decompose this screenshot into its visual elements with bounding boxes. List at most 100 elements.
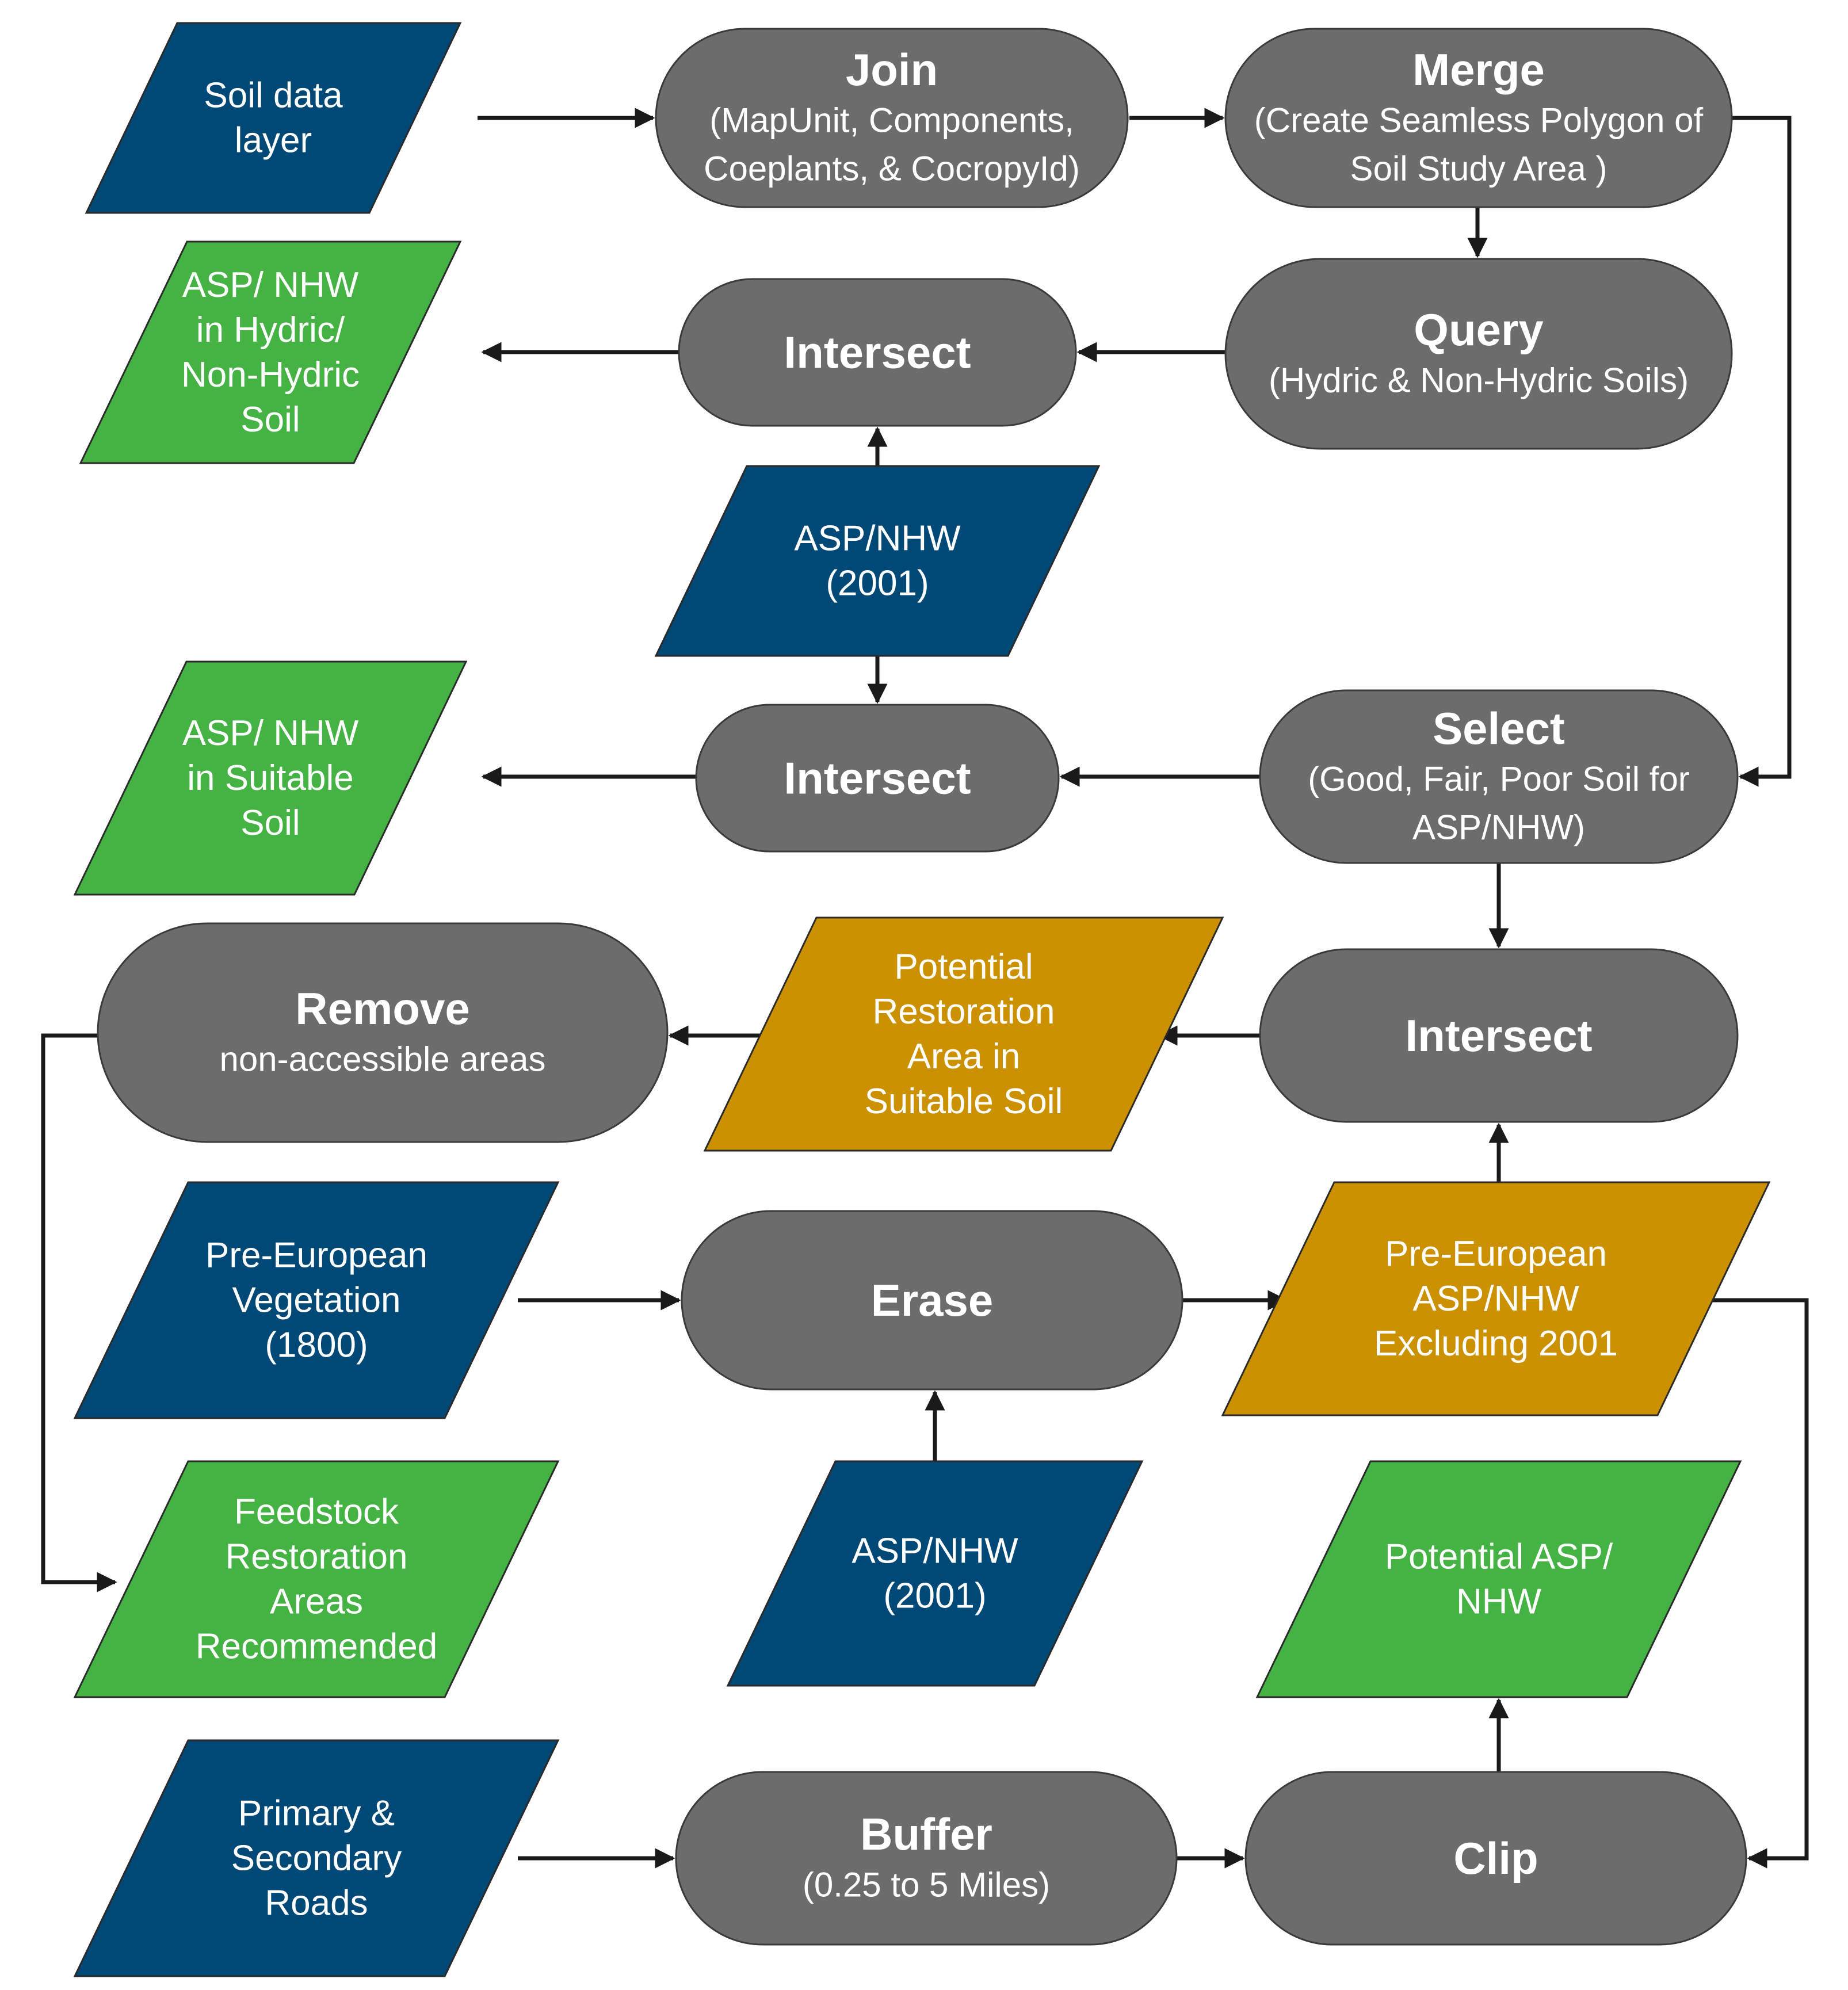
clip-node: Clip (1244, 1771, 1747, 1946)
pre-european-asp-nhw-text-line-2: ASP/NHW (1412, 1279, 1579, 1319)
clip-shape (1244, 1771, 1747, 1946)
clip-title: Clip (1453, 1833, 1538, 1884)
merge-shape (1224, 28, 1733, 208)
asp-nhw-hydric-text-line-4: Soil (240, 400, 300, 440)
intersect-3-shape (1259, 948, 1739, 1123)
asp-nhw-2001-b-text-line-2: (2001) (883, 1576, 986, 1616)
asp-nhw-hydric-text-line-2: in Hydric/ (196, 310, 345, 350)
potential-restoration-shape (703, 916, 1224, 1152)
query-node: Query (Hydric & Non-Hydric Soils) (1224, 258, 1733, 450)
merge-title: Merge (1412, 44, 1545, 95)
primary-secondary-roads-shape (73, 1739, 560, 1977)
primary-secondary-roads-text-line-3: Roads (265, 1884, 368, 1923)
join-text-line-3: Coeplants, & CocropyId) (704, 150, 1080, 188)
intersect-3-title: Intersect (1405, 1010, 1592, 1061)
connector-arrow-19 (1703, 1298, 1809, 1869)
pre-european-asp-nhw-text-line-3: Excluding 2001 (1374, 1324, 1618, 1363)
pre-european-asp-nhw-shape (1221, 1181, 1771, 1416)
intersect-2-shape (695, 704, 1060, 853)
potential-restoration-text-line-4: Suitable Soil (865, 1082, 1063, 1121)
remove-shape (97, 922, 669, 1143)
select-shape (1259, 689, 1739, 864)
feedstock-restoration-text-line-2: Restoration (225, 1537, 407, 1577)
intersect-1-shape (678, 278, 1077, 427)
asp-nhw-hydric-text-line-1: ASP/ NHW (182, 265, 359, 305)
select-title: Select (1433, 703, 1565, 754)
connector-arrows (41, 108, 1809, 1869)
potential-asp-nhw-node: Potential ASP/NHW (1255, 1460, 1742, 1698)
remove-title: Remove (295, 983, 469, 1034)
asp-nhw-suitable-shape (73, 660, 468, 896)
query-text-line-2: (Hydric & Non-Hydric Soils) (1269, 361, 1689, 400)
potential-asp-nhw-shape (1255, 1460, 1742, 1698)
buffer-shape (675, 1771, 1178, 1946)
asp-nhw-hydric-shape (79, 240, 462, 464)
intersect-1-title: Intersect (784, 327, 971, 378)
flowchart-shapes: Soil data layer Join(MapUnit, Components,C… (73, 22, 1771, 1977)
primary-secondary-roads-text-line-1: Primary & (238, 1794, 395, 1834)
asp-nhw-2001-b-shape (726, 1460, 1144, 1687)
feedstock-restoration-shape (73, 1460, 560, 1698)
select-text-line-3: ASP/NHW) (1412, 808, 1585, 847)
pre-european-vegetation-text-line-2: Vegetation (232, 1281, 400, 1320)
connector-arrow-14 (41, 1033, 117, 1592)
potential-restoration-text-line-2: Restoration (872, 992, 1055, 1032)
feedstock-restoration-text-line-4: Recommended (196, 1627, 437, 1667)
connector-arrow-4 (1732, 116, 1792, 787)
query-shape (1224, 258, 1733, 450)
intersect-3-node: Intersect (1259, 948, 1739, 1123)
asp-nhw-suitable-text-line-3: Soil (240, 803, 300, 843)
join-text-line-2: (MapUnit, Components, (709, 101, 1074, 140)
asp-nhw-hydric-text-line-3: Non-Hydric (181, 355, 360, 395)
intersect-1-node: Intersect (678, 278, 1077, 427)
asp-nhw-2001-a-text-line-1: ASP/NHW (794, 519, 961, 559)
pre-european-asp-nhw-text-line-1: Pre-European (1385, 1234, 1607, 1274)
buffer-node: Buffer (0.25 to 5 Miles) (675, 1771, 1178, 1946)
potential-asp-nhw-text-line-2: NHW (1456, 1582, 1542, 1622)
buffer-text-line-2: (0.25 to 5 Miles) (803, 1866, 1050, 1904)
pre-european-vegetation-shape (73, 1181, 560, 1419)
soil-data-layer-shape (85, 22, 462, 214)
primary-secondary-roads-text-line-2: Secondary (231, 1839, 402, 1878)
asp-nhw-2001-a-text-line-2: (2001) (826, 564, 929, 604)
asp-nhw-2001-a-node: ASP/NHW (2001) (654, 465, 1101, 657)
asp-nhw-2001-a-shape (654, 465, 1101, 657)
potential-restoration-text-line-1: Potential (894, 947, 1033, 987)
select-text-line-2: (Good, Fair, Poor Soil for (1308, 760, 1690, 799)
potential-restoration-text-line-3: Area in (907, 1037, 1020, 1076)
remove-node: Remove non-accessible areas (97, 922, 669, 1143)
erase-title: Erase (871, 1275, 994, 1326)
intersect-2-title: Intersect (784, 753, 971, 804)
join-shape (655, 28, 1129, 208)
potential-asp-nhw-text-line-1: Potential ASP/ (1385, 1537, 1613, 1577)
buffer-title: Buffer (860, 1809, 992, 1859)
asp-nhw-2001-b-node: ASP/NHW (2001) (726, 1460, 1144, 1687)
asp-nhw-suitable-text-line-2: in Suitable (187, 758, 354, 798)
intersect-2-node: Intersect (695, 704, 1060, 853)
erase-node: Erase (681, 1210, 1183, 1391)
merge-text-line-2: (Create Seamless Polygon of (1254, 101, 1704, 140)
query-title: Query (1414, 304, 1543, 355)
pre-european-vegetation-text-line-3: (1800) (265, 1326, 368, 1365)
join-node: Join(MapUnit, Components,Coeplants, & Co… (655, 28, 1129, 208)
soil-data-layer-node: Soil data layer (85, 22, 462, 214)
soil-data-layer-text-line-1: Soil data (204, 76, 343, 116)
asp-nhw-suitable-text-line-1: ASP/ NHW (182, 713, 359, 753)
asp-nhw-2001-b-text-line-1: ASP/NHW (852, 1531, 1018, 1571)
soil-data-layer-text-line-2: layer (235, 121, 312, 161)
remove-text-line-2: non-accessible areas (220, 1040, 546, 1079)
feedstock-restoration-text-line-3: Areas (270, 1582, 363, 1622)
erase-shape (681, 1210, 1183, 1391)
pre-european-vegetation-text-line-1: Pre-European (205, 1236, 427, 1275)
